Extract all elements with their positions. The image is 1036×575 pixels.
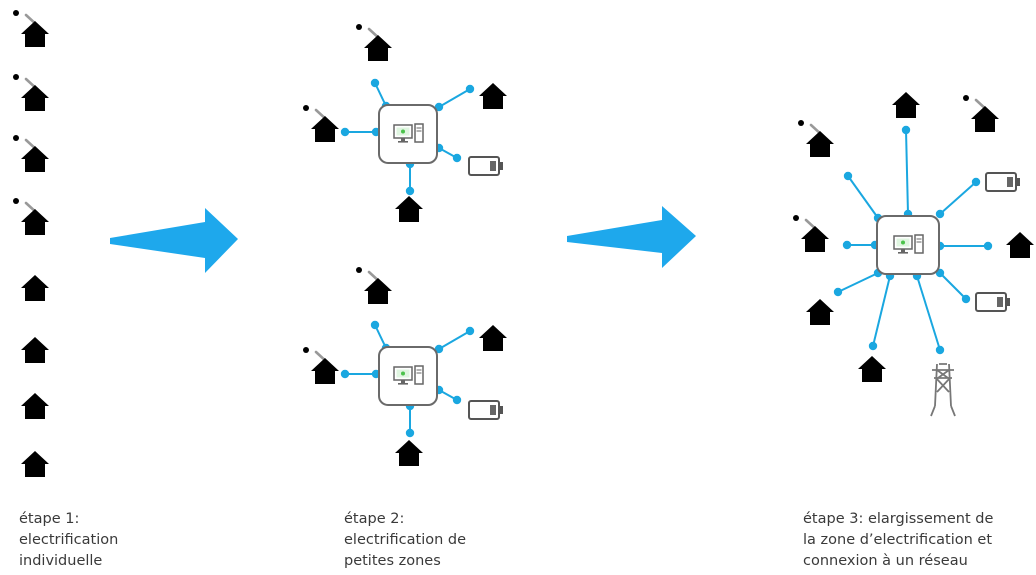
network-node <box>961 294 971 304</box>
sun-icon <box>9 70 23 84</box>
arrow-right-icon <box>567 206 696 268</box>
solar-house-icon <box>9 6 49 47</box>
link-line <box>374 82 387 107</box>
solar-house-icon <box>9 70 49 111</box>
network-node <box>465 326 475 336</box>
house-icon <box>395 440 423 466</box>
stage-2-line-1: étape 2: <box>344 511 405 527</box>
sun-icon <box>299 343 313 357</box>
controller-box <box>378 104 438 164</box>
network-node <box>405 428 415 438</box>
sun-icon <box>299 101 313 115</box>
sun-icon <box>9 194 23 208</box>
network-node <box>370 320 380 330</box>
network-node <box>833 287 843 297</box>
house-icon <box>479 83 507 109</box>
house-icon <box>395 196 423 222</box>
network-node <box>405 186 415 196</box>
solar-house-icon <box>789 211 829 252</box>
solar-house-icon <box>352 20 392 61</box>
link-line <box>438 88 471 108</box>
link-line <box>837 272 879 293</box>
link-line <box>374 324 387 349</box>
controller-box <box>876 215 940 275</box>
network-node <box>340 127 350 137</box>
solar-house-icon <box>299 343 339 384</box>
solar-house-icon <box>352 263 392 304</box>
sun-icon <box>789 211 803 225</box>
network-node <box>452 153 462 163</box>
network-node <box>935 345 945 355</box>
link-line <box>438 330 471 350</box>
network-node <box>452 395 462 405</box>
house-icon <box>858 356 886 382</box>
computer-icon <box>893 234 924 254</box>
network-node <box>868 341 878 351</box>
stage-3-line-2: la zone d’electrification et <box>803 532 993 548</box>
sun-icon <box>9 131 23 145</box>
solar-house-icon <box>959 91 999 132</box>
stage-1-caption: étape 1: electrification individuelle <box>19 509 118 572</box>
solar-house-icon <box>9 194 49 235</box>
link-line <box>939 272 967 300</box>
network-node <box>901 125 911 135</box>
house-icon <box>892 92 920 118</box>
house-icon <box>21 275 49 301</box>
house-icon <box>21 451 49 477</box>
house-icon <box>479 325 507 351</box>
sun-icon <box>959 91 973 105</box>
house-icon <box>21 337 49 363</box>
stage-1-line-1: étape 1: <box>19 511 80 527</box>
battery-icon <box>468 156 503 176</box>
link-line <box>872 275 891 347</box>
link-line <box>916 275 941 351</box>
sun-icon <box>352 20 366 34</box>
network-node <box>935 209 945 219</box>
computer-icon <box>393 365 424 385</box>
arrow-right-icon <box>110 208 238 273</box>
stage-1-line-3: individuelle <box>19 553 103 569</box>
computer-icon <box>393 123 424 143</box>
pylon-icon <box>930 363 956 417</box>
house-icon <box>1006 232 1034 258</box>
network-node <box>971 177 981 187</box>
controller-box <box>378 346 438 406</box>
link-line <box>905 129 909 215</box>
stage-2-caption: étape 2: electrification de petites zone… <box>344 509 466 572</box>
stage-3-caption: étape 3: elargissement de la zone d’elec… <box>803 509 993 572</box>
solar-house-icon <box>794 116 834 157</box>
battery-icon <box>985 172 1020 192</box>
stage-3-line-1: étape 3: elargissement de <box>803 511 994 527</box>
network-node <box>434 344 444 354</box>
network-node <box>434 102 444 112</box>
solar-house-icon <box>299 101 339 142</box>
network-node <box>370 78 380 88</box>
battery-icon <box>975 292 1010 312</box>
house-icon <box>21 393 49 419</box>
network-node <box>842 240 852 250</box>
network-node <box>340 369 350 379</box>
stage-3-line-3: connexion à un réseau <box>803 553 968 569</box>
link-line <box>847 175 879 219</box>
sun-icon <box>794 116 808 130</box>
sun-icon <box>9 6 23 20</box>
network-node <box>843 171 853 181</box>
battery-icon <box>468 400 503 420</box>
solar-house-icon <box>9 131 49 172</box>
stage-1-line-2: electrification <box>19 532 119 548</box>
network-node <box>983 241 993 251</box>
network-node <box>465 84 475 94</box>
house-icon <box>806 299 834 325</box>
stage-2-line-2: electrification de <box>344 532 467 548</box>
sun-icon <box>352 263 366 277</box>
stage-2-line-3: petites zones <box>344 553 441 569</box>
link-line <box>939 181 977 215</box>
